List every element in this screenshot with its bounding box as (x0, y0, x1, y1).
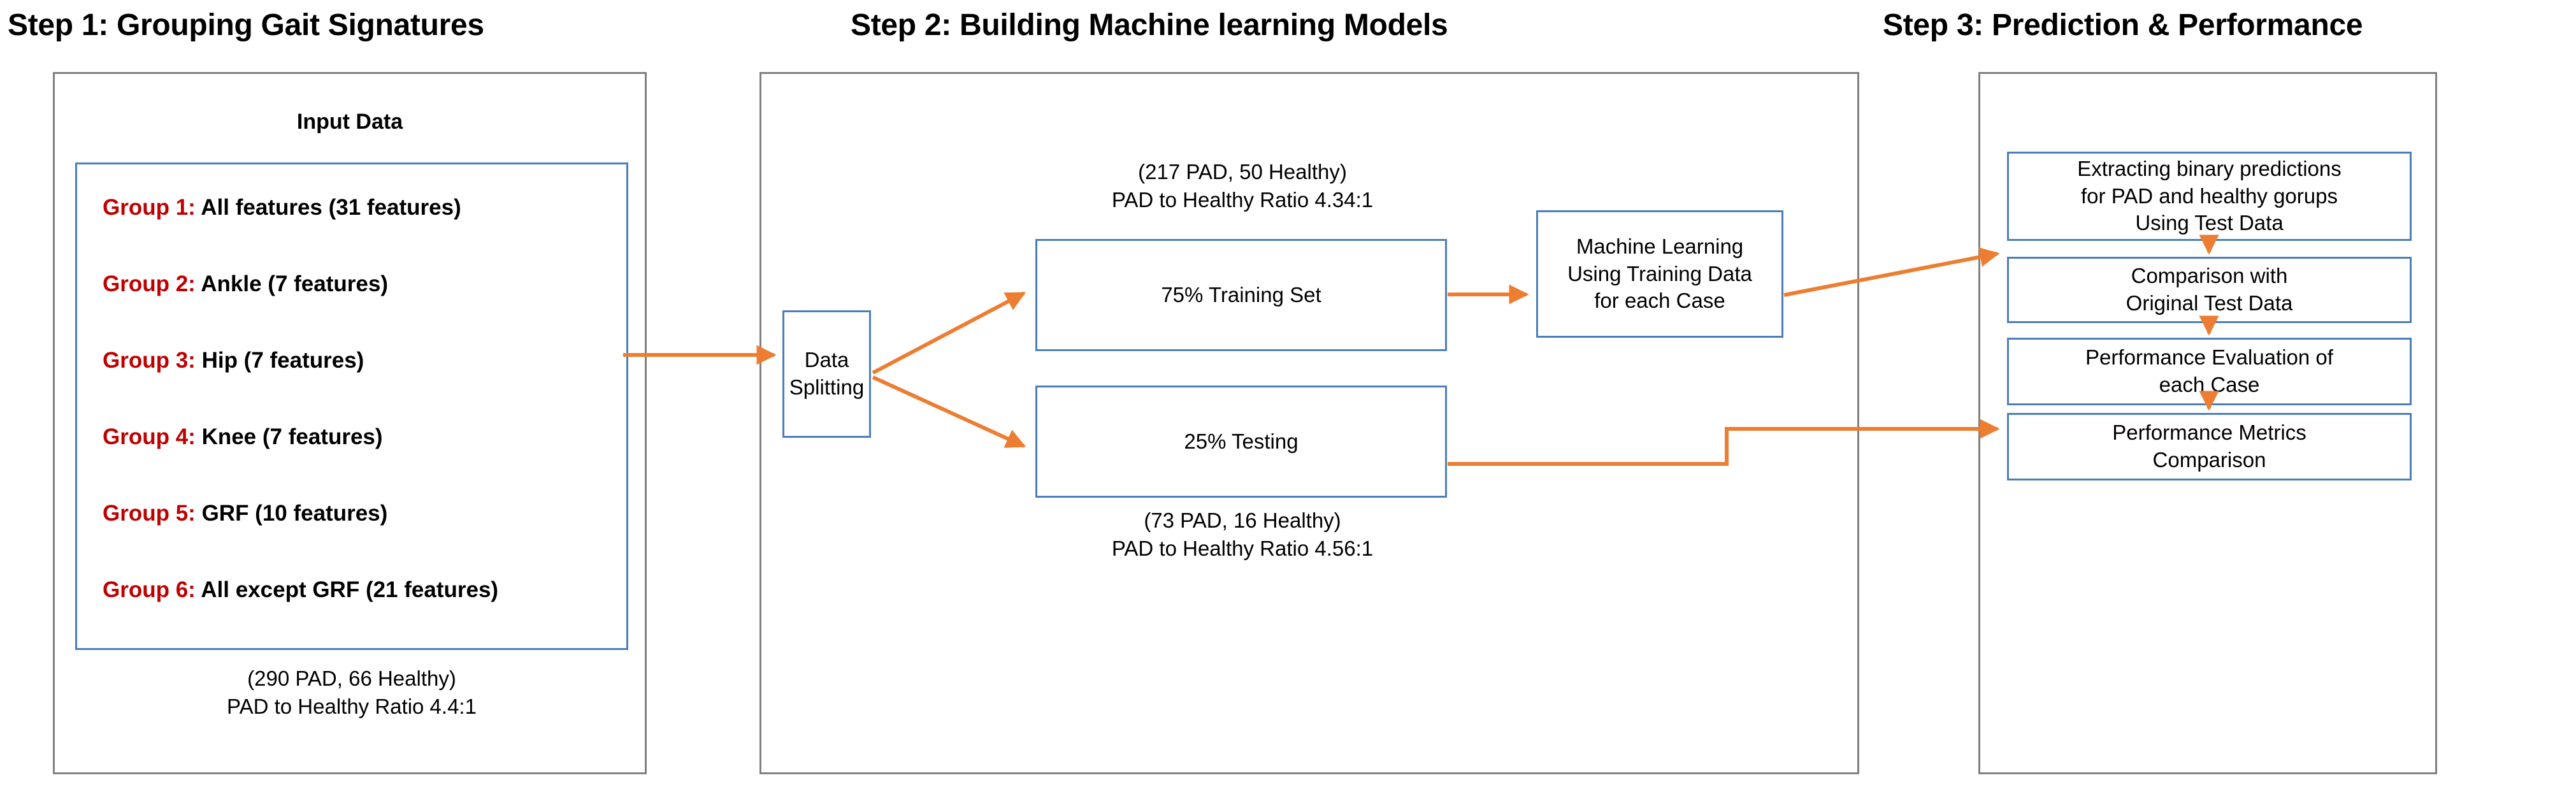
performance-metrics-label: Performance Metrics Comparison (2112, 421, 2306, 472)
group-label: Group 4: (103, 424, 202, 449)
step1-title: Step 1: Grouping Gait Signatures (8, 8, 484, 42)
machine-learning-box: Machine Learning Using Training Data for… (1536, 210, 1783, 338)
comparison-label: Comparison with Original Test Data (2126, 264, 2293, 315)
testing-set-box: 25% Testing (1035, 386, 1447, 498)
group-item-2: Group 2: Ankle (7 features) (103, 270, 388, 299)
group-label: Group 3: (103, 348, 202, 373)
group-item-5: Group 5: GRF (10 features) (103, 499, 387, 528)
data-splitting-label: Data Splitting (789, 348, 865, 399)
data-splitting-box: Data Splitting (782, 310, 871, 438)
group-item-3: Group 3: Hip (7 features) (103, 346, 364, 375)
step2-title: Step 2: Building Machine learning Models (851, 8, 1448, 42)
group-label: Group 1: (103, 195, 201, 220)
testing-sample-counts: (73 PAD, 16 Healthy) (1144, 509, 1341, 532)
extract-predictions-box: Extracting binary predictions for PAD an… (2007, 152, 2412, 241)
step1-sample-counts: (290 PAD, 66 Healthy) (247, 667, 456, 690)
training-sample-counts: (217 PAD, 50 Healthy) (1138, 160, 1347, 184)
performance-evaluation-label: Performance Evaluation of each Case (2085, 345, 2333, 396)
group-text: Ankle (7 features) (201, 271, 388, 296)
group-item-4: Group 4: Knee (7 features) (103, 422, 383, 452)
group-text: GRF (10 features) (201, 501, 388, 526)
training-set-label: 75% Training Set (1161, 282, 1321, 307)
machine-learning-label: Machine Learning Using Training Data for… (1567, 234, 1752, 313)
group-label: Group 5: (103, 501, 202, 526)
step1-ratio: PAD to Healthy Ratio 4.4:1 (227, 695, 477, 718)
training-ratio: PAD to Healthy Ratio 4.34:1 (1111, 188, 1374, 212)
testing-ratio: PAD to Healthy Ratio 4.56:1 (1111, 537, 1374, 560)
step3-title: Step 3: Prediction & Performance (1883, 8, 2363, 42)
group-label: Group 6: (103, 577, 201, 602)
group-text: Hip (7 features) (201, 348, 364, 373)
group-text: All features (31 features) (201, 195, 461, 220)
input-data-group-box: Group 1: All features (31 features) Grou… (75, 162, 628, 650)
group-label: Group 2: (103, 271, 201, 296)
group-text: Knee (7 features) (201, 424, 383, 449)
group-item-1: Group 1: All features (31 features) (103, 193, 461, 222)
comparison-box: Comparison with Original Test Data (2007, 257, 2412, 323)
performance-metrics-box: Performance Metrics Comparison (2007, 413, 2412, 480)
input-data-heading: Input Data (296, 110, 403, 134)
testing-set-label: 25% Testing (1184, 429, 1299, 453)
training-set-box: 75% Training Set (1035, 239, 1447, 351)
performance-evaluation-box: Performance Evaluation of each Case (2007, 338, 2412, 405)
group-text: All except GRF (21 features) (201, 577, 499, 602)
extract-predictions-label: Extracting binary predictions for PAD an… (2077, 156, 2342, 235)
group-item-6: Group 6: All except GRF (21 features) (103, 575, 498, 605)
